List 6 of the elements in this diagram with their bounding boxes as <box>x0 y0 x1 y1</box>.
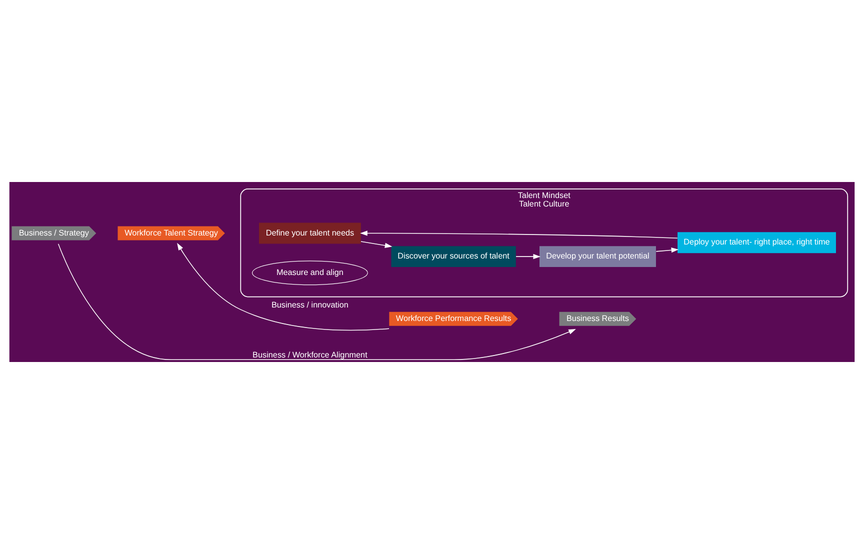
arrow <box>58 243 576 360</box>
arrow <box>360 241 392 248</box>
arrow <box>360 230 678 239</box>
arrow <box>656 248 679 253</box>
arrow <box>516 254 541 260</box>
arrow <box>177 242 390 331</box>
